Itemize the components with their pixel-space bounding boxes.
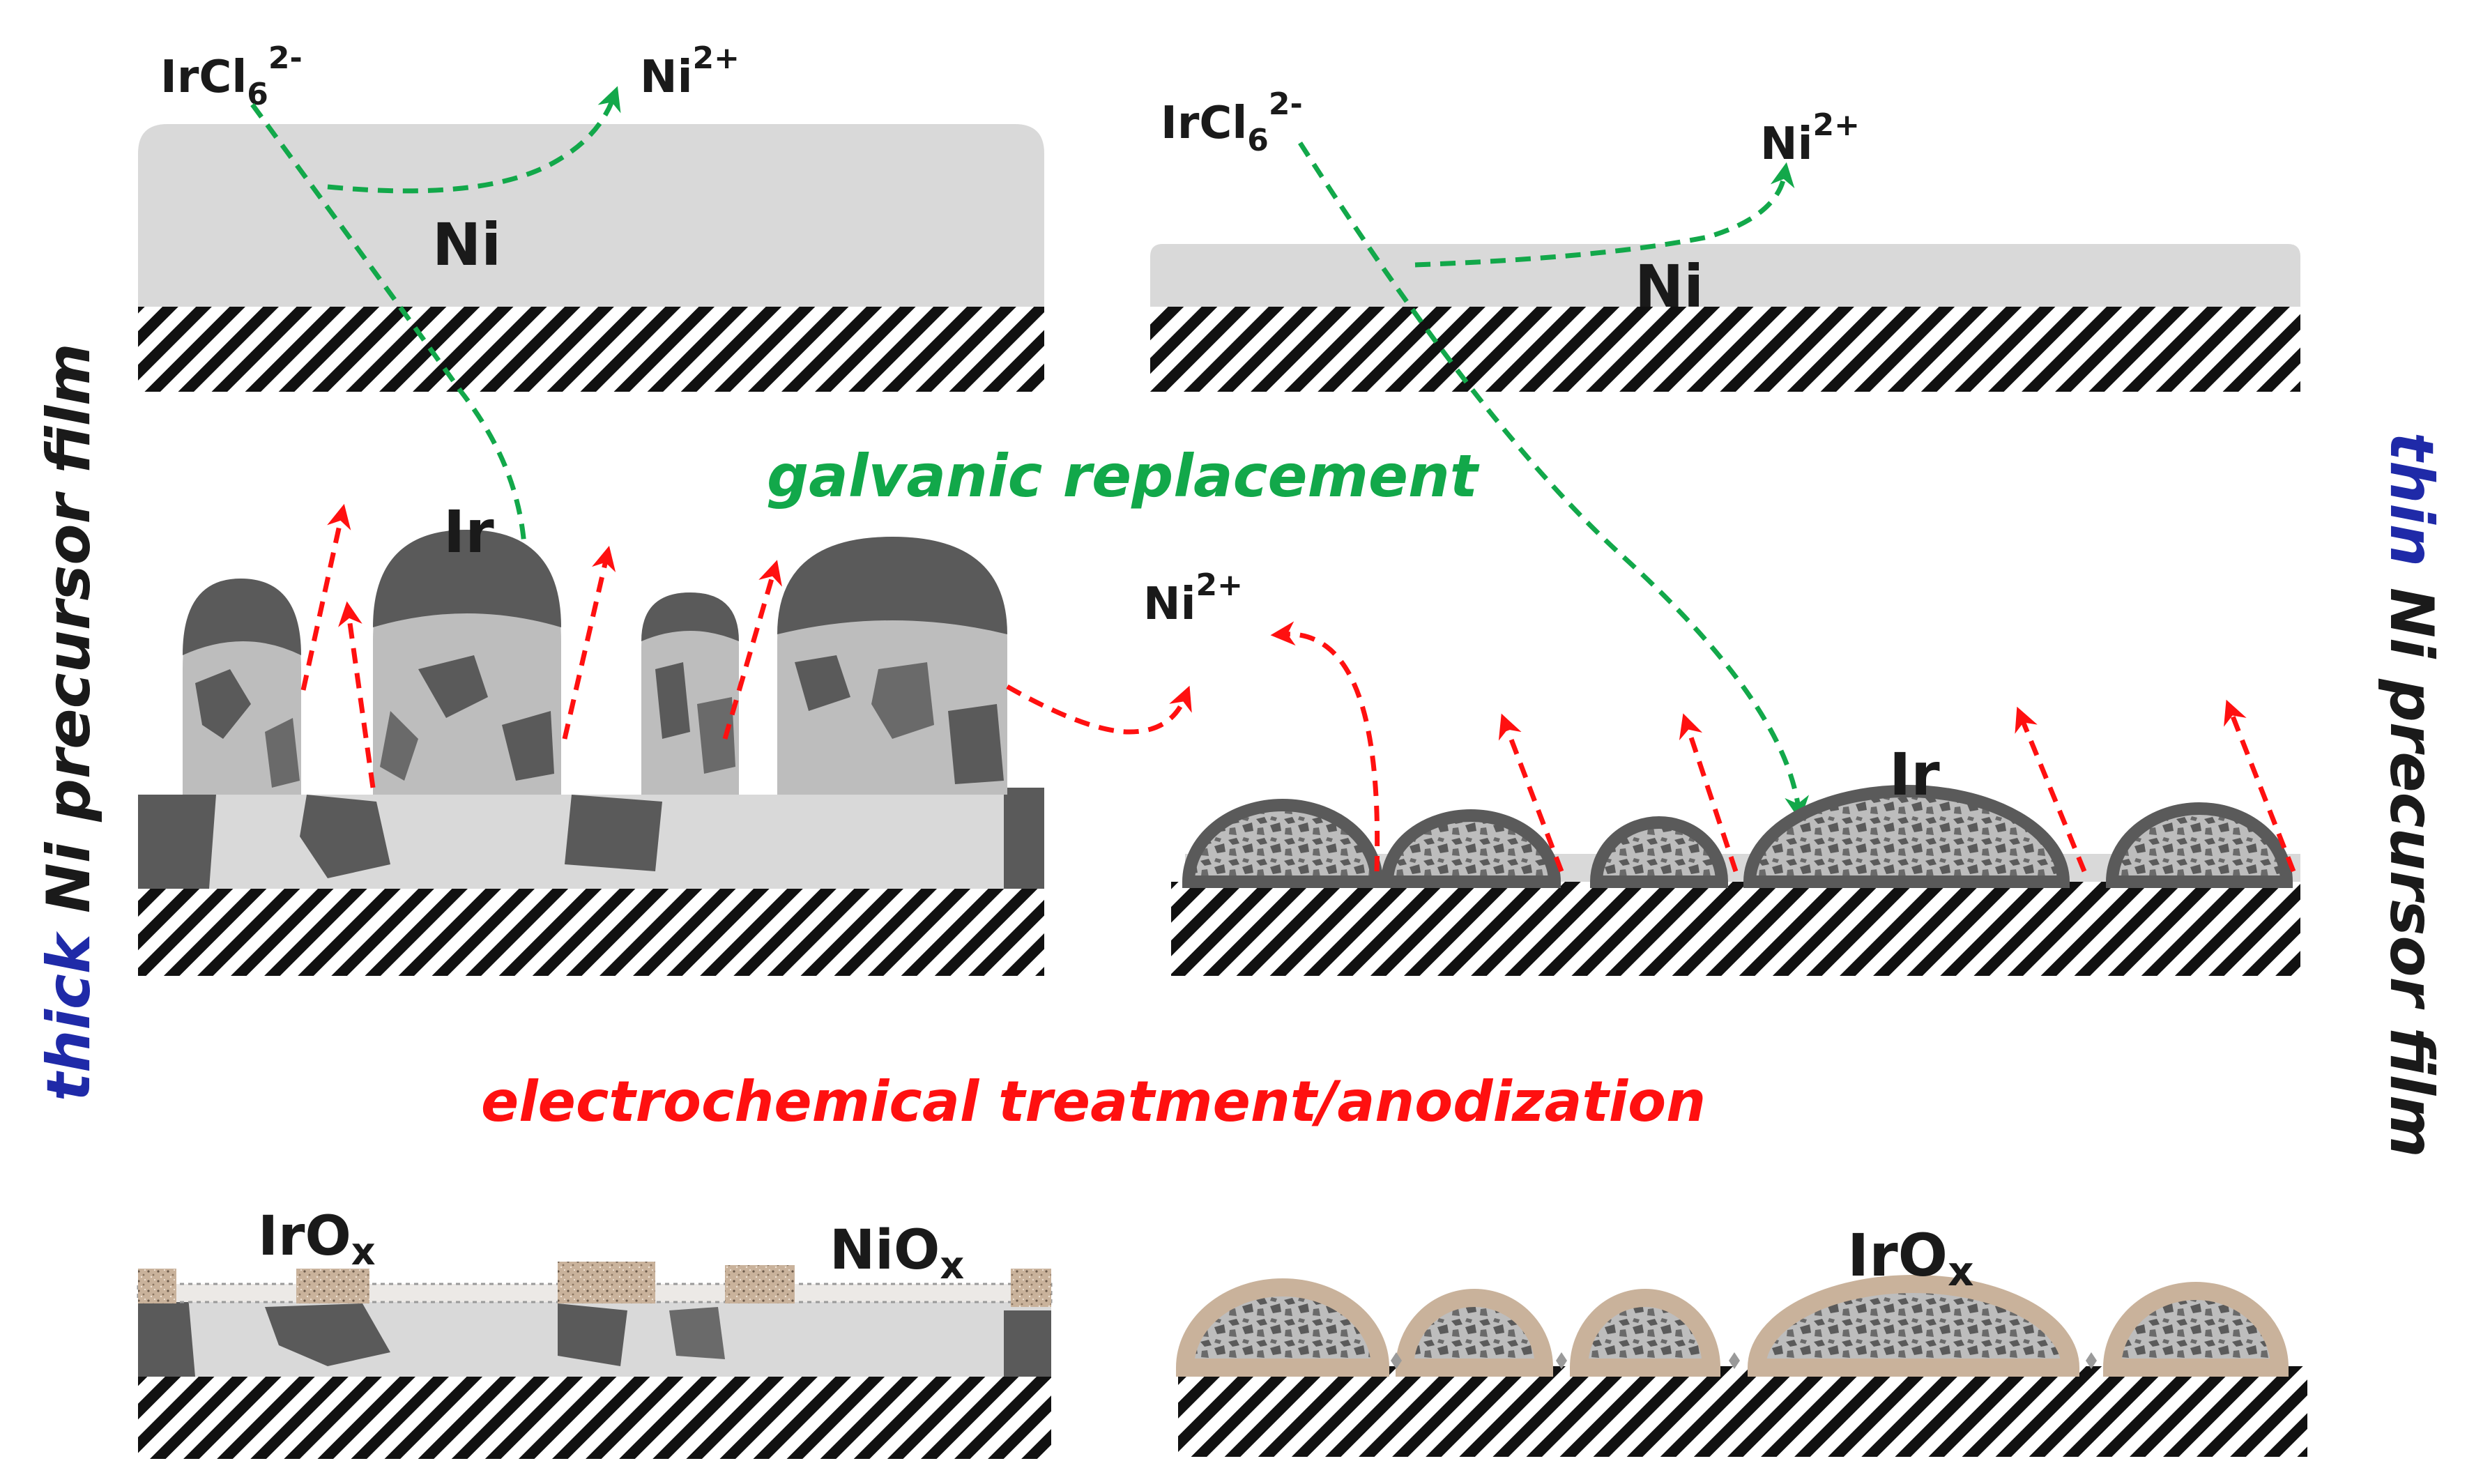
irox-dome-2: [1395, 1289, 1554, 1377]
ir-dome-5: [2105, 802, 2293, 888]
galvanic-replacement-label: galvanic replacement: [767, 442, 1480, 510]
red-arrow-3: [562, 545, 616, 740]
ircl6-label-left: IrCl62-: [160, 40, 303, 112]
substrate-bottom-right: [1178, 1366, 2307, 1457]
ircl6-label-right: IrCl62-: [1161, 86, 1303, 158]
niox-label: NiOx: [830, 1219, 964, 1287]
ir-dome-2: [1380, 809, 1561, 888]
irox-cap-1: [138, 1269, 176, 1303]
ir-label-thin: Ir: [1889, 740, 1940, 809]
oxidized-thick-panel: IrOx NiOx: [137, 1205, 1053, 1459]
ir-dome-3: [1589, 816, 1729, 888]
red-arrow-5: [1006, 684, 1192, 735]
green-arrow-left-descent: [250, 102, 537, 612]
irox-cap-5: [1011, 1269, 1051, 1307]
ir-domes-thin: Ir: [1171, 740, 2300, 976]
thin-film-side-label: thin Ni precursor film: [2376, 432, 2446, 1158]
thick-film-side-label: thick Ni precursor film: [34, 343, 104, 1101]
irox-label-left: IrOx: [258, 1205, 376, 1273]
dissolution-arrows: [300, 503, 2296, 873]
irox-dome-4: [1747, 1275, 2080, 1377]
substrate-mid-right: [1171, 882, 2300, 976]
substrate-top-left: [138, 307, 1044, 392]
green-arrow-left-ni-release: [327, 86, 621, 194]
irox-dome-3: [1569, 1289, 1721, 1377]
thick-ni-film-panel: Ni: [138, 124, 1044, 392]
ir-structures-thick: Ir: [138, 498, 1044, 976]
anodization-label: electrochemical treatment/anodization: [481, 1069, 1706, 1134]
red-arrow-9: [2015, 706, 2087, 873]
ni-ion-label-right: Ni2+: [1760, 107, 1860, 170]
red-arrow-1: [300, 503, 351, 691]
red-arrow-2: [338, 601, 376, 788]
thin-ni-film-panel: Ni: [1150, 244, 2300, 392]
ni-film-thin: [1150, 244, 2300, 307]
ni-ion-label-left: Ni2+: [640, 40, 740, 103]
irox-cap-2: [296, 1269, 369, 1303]
ni-ion-label-mid: Ni2+: [1143, 567, 1243, 630]
substrate-mid-left: [138, 889, 1044, 976]
green-arrow-right-descent: [1298, 141, 1810, 821]
ir-dome-4: [1743, 785, 2070, 888]
galvanic-arrows: [250, 86, 1810, 821]
substrate-bottom-left: [138, 1377, 1051, 1459]
oxidized-thin-panel: IrOx: [1175, 1221, 2307, 1457]
irox-cap-3: [558, 1262, 655, 1303]
irox-dome-1: [1175, 1278, 1390, 1377]
ir-dome-1: [1182, 799, 1384, 888]
ir-label-thick: Ir: [443, 498, 494, 566]
ni-film-thick: [138, 124, 1044, 307]
irox-dome-5: [2102, 1282, 2289, 1377]
irox-cap-4: [725, 1265, 795, 1303]
substrate-top-right: [1150, 307, 2300, 392]
red-arrow-8: [1679, 713, 1739, 873]
red-arrow-6: [1270, 621, 1380, 872]
ni-label-thick: Ni: [432, 211, 501, 279]
irox-label-right: IrOx: [1847, 1221, 1974, 1295]
red-arrow-4: [722, 560, 782, 740]
ni-label-thin: Ni: [1635, 252, 1704, 321]
green-arrow-right-ni-release: [1414, 162, 1795, 268]
red-arrow-7: [1498, 713, 1564, 873]
red-arrow-10: [2224, 699, 2296, 873]
